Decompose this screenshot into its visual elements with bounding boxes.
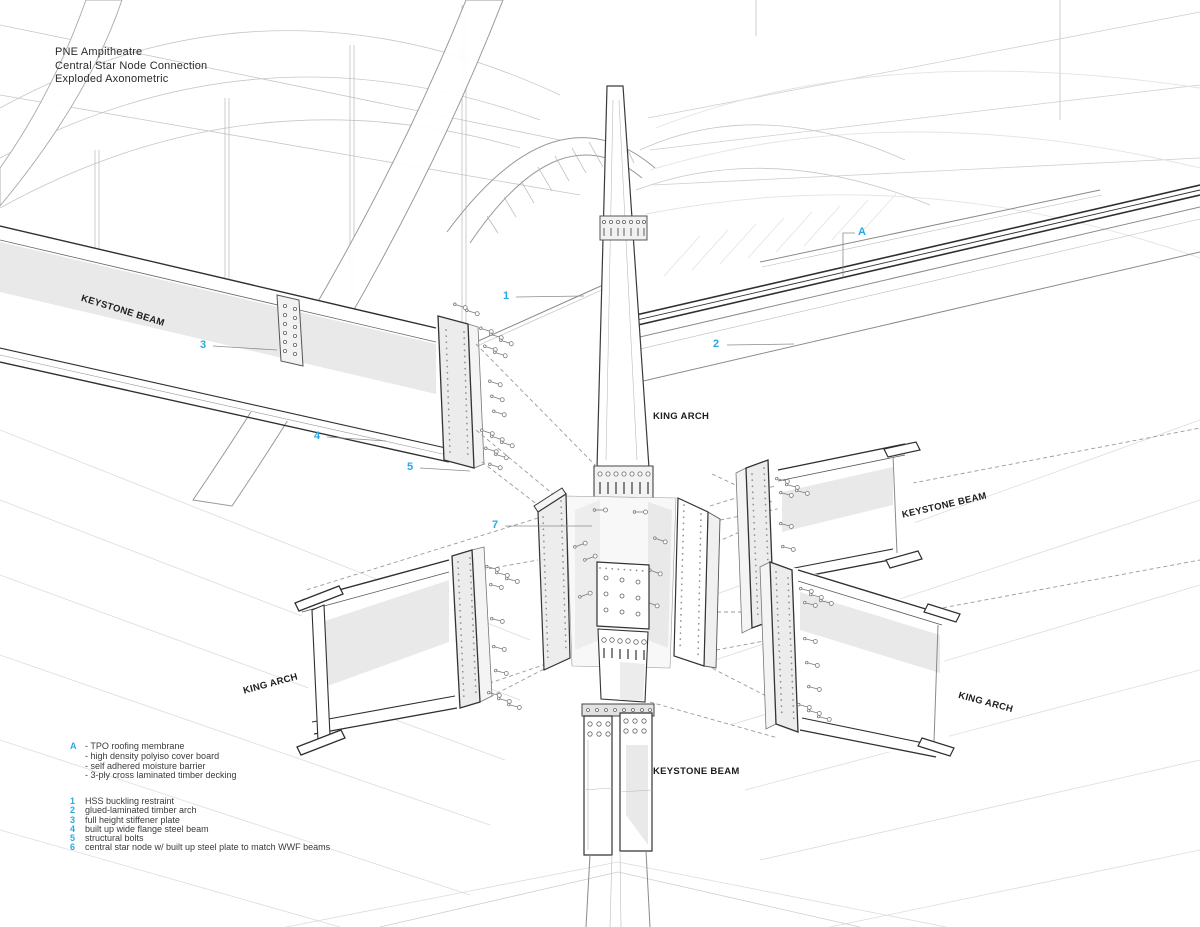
- callout-5: 5: [407, 461, 414, 473]
- callout-leaders: [212, 232, 855, 527]
- star-node-drawing: [533, 487, 721, 703]
- legend-item-number: 6: [70, 842, 76, 853]
- label-keystone-beam-bottom: KEYSTONE BEAM: [653, 766, 740, 777]
- legend-item-number: 4: [70, 823, 76, 834]
- callout-4: 4: [314, 430, 321, 442]
- legend-a-item: - high density polyiso cover board: [85, 750, 220, 761]
- callout-2: 2: [713, 338, 720, 350]
- legend-item-number: 2: [70, 805, 76, 816]
- legend-item: 3 full height stiffener plate: [70, 814, 330, 825]
- legend-a-key: A: [70, 741, 77, 751]
- keystone-beam-topleft-drawing: [0, 225, 516, 471]
- legend-item-number: 3: [70, 814, 76, 825]
- legend-numbered-items: 1 HSS buckling restraint 2 glued-laminated…: [70, 796, 331, 853]
- legend-a-item: - 3-ply cross laminated timber decking: [85, 770, 237, 781]
- callout-a: A: [858, 226, 866, 238]
- legend-item-text: full height stiffener plate: [85, 814, 180, 825]
- legend-roof-assembly: A - TPO roofing membrane - high density p…: [70, 741, 237, 781]
- legend-item-number: 5: [70, 833, 76, 844]
- keystone-beam-bottom-drawing: [581, 703, 655, 927]
- title-line-3: Exploded Axonometric: [55, 73, 169, 85]
- legend-item-text: built up wide flange steel beam: [85, 823, 209, 834]
- roof-deck-edge: [435, 184, 1200, 386]
- king-arch-center-drawing: [593, 85, 654, 499]
- legend-item: 4 built up wide flange steel beam: [70, 823, 330, 834]
- king-arch-left-piece-drawing: [294, 546, 523, 756]
- legend-item: 6 central star node w/ built up steel pla…: [70, 842, 331, 853]
- legend-item-number: 1: [70, 796, 76, 806]
- legend-item-text: glued-laminated timber arch: [85, 805, 197, 816]
- title-line-2: Central Star Node Connection: [55, 59, 208, 72]
- callout-7: 7: [492, 519, 499, 531]
- king-arch-right-piece-drawing: [759, 561, 961, 758]
- legend-item: 1 HSS buckling restraint: [70, 796, 330, 806]
- label-king-arch-center: KING ARCH: [653, 411, 710, 422]
- legend-a-item: - self adhered moisture barrier: [85, 760, 206, 771]
- legend-item-text: structural bolts: [85, 833, 144, 844]
- callout-1: 1: [503, 290, 510, 302]
- legend-item: 2 glued-laminated timber arch: [70, 805, 330, 816]
- legend-a-row: A - TPO roofing membrane: [70, 741, 237, 752]
- legend-item-text: central star node w/ built up steel plat…: [85, 842, 331, 853]
- legend-item: 5 structural bolts: [70, 833, 330, 844]
- title-block: PNE Ampitheatre Central Star Node Connec…: [55, 46, 207, 87]
- title-line-1: PNE Ampitheatre: [55, 46, 143, 58]
- legend-a-item: - TPO roofing membrane: [85, 741, 185, 751]
- legend-item-text: HSS buckling restraint: [85, 796, 175, 806]
- callout-3: 3: [200, 339, 207, 351]
